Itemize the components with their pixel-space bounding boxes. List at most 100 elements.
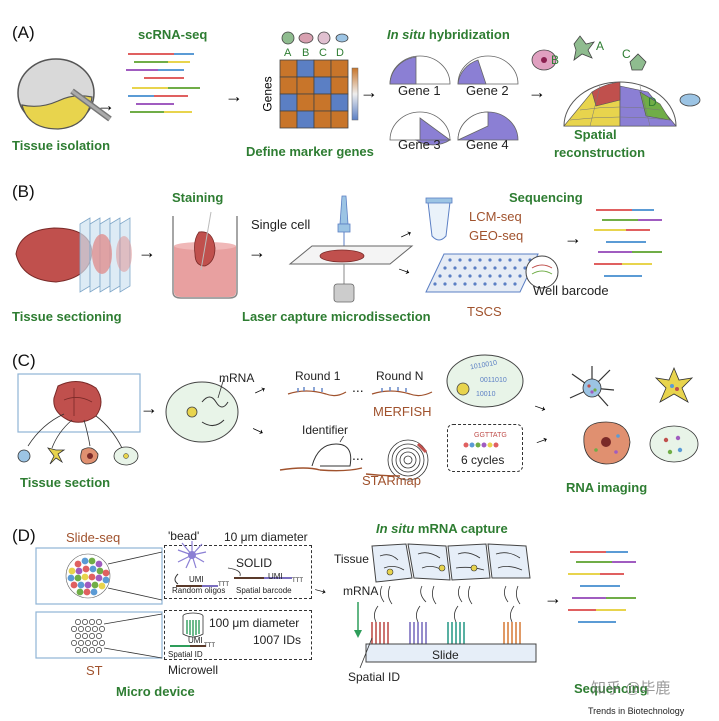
cell-mrna-illustration <box>165 377 239 443</box>
merfish-barcode-3: 10010 <box>476 391 496 398</box>
scrna-seq-reads <box>126 53 200 113</box>
spatial-reconstruction-label-2: reconstruction <box>554 145 646 160</box>
micro-device-label: Micro device <box>116 684 195 699</box>
spatial-reconstruction-label-1: Spatial <box>574 127 617 142</box>
spatial-barcode-label: Spatial barcode <box>236 586 292 595</box>
gene-1-label: Gene 1 <box>398 83 441 98</box>
tissue-section-illustration <box>17 373 141 466</box>
slide-seq-device <box>35 547 163 605</box>
cycles-beads <box>463 442 499 448</box>
laser-capture-label: Laser capture microdissection <box>242 309 431 324</box>
single-cell-label: Single cell <box>251 217 311 232</box>
st-label: ST <box>86 663 103 678</box>
scrna-seq-label: scRNA-seq <box>138 27 208 42</box>
ttt-label-1: TTT <box>218 582 229 588</box>
panel-c-label: (C) <box>12 351 36 370</box>
sequencing-label-d: Sequencing <box>574 681 648 696</box>
bead-illustration <box>177 541 207 569</box>
ttt-label-2: TTT <box>292 578 303 584</box>
spatial-id-label-st: Spatial ID <box>168 650 203 659</box>
recon-letter-a: A <box>596 39 605 53</box>
ttt-label-3: TTT <box>204 643 215 649</box>
tissue-label-d: Tissue <box>334 552 369 566</box>
recon-letter-c: C <box>622 47 631 61</box>
merfish-strands <box>287 387 433 397</box>
journal-label: Trends in Biotechnology <box>588 706 685 716</box>
tissue-isolation-label: Tissue isolation <box>12 138 111 153</box>
merfish-cell-barcodes <box>446 354 524 408</box>
tissue-sectioning-illustration <box>15 217 132 293</box>
well-plate <box>425 253 559 293</box>
arrow-d2: → <box>544 588 562 608</box>
arrow-c1: → <box>140 398 158 418</box>
arrow-c5: → <box>528 425 553 451</box>
tissue-sectioning-label: Tissue sectioning <box>12 309 122 324</box>
sequencing-label-b: Sequencing <box>509 190 583 205</box>
panel-d-label: (D) <box>12 526 36 545</box>
solid-label: SOLID <box>236 556 273 570</box>
diameter-100-label: 100 μm diameter <box>209 616 300 630</box>
bead-oligo-strands <box>174 567 292 587</box>
spatial-id-label-bottom: Spatial ID <box>348 670 401 684</box>
arrow-b1: → <box>138 242 156 262</box>
in-situ-hybridization-title: In situ hybridization <box>387 28 510 41</box>
gg-sequence: GGTTATG <box>474 432 507 439</box>
recon-letter-b: B <box>551 53 560 67</box>
arrow-a4: → <box>528 82 546 102</box>
gene-2-label: Gene 2 <box>466 83 509 98</box>
umi-label-1: UMI <box>189 575 204 584</box>
heatmap-letter-d: D <box>336 47 344 59</box>
panel-b-label: (B) <box>12 182 35 201</box>
well-barcode-label: Well barcode <box>533 283 609 298</box>
merfish-label: MERFISH <box>373 404 432 419</box>
st-device <box>35 611 163 659</box>
arrow-b2: → <box>248 242 266 262</box>
watermark: 知乎 @毕鹿 <box>591 680 671 697</box>
rna-imaging-cells <box>569 366 699 465</box>
arrow-a2: → <box>225 86 243 106</box>
spatial-reconstruction-dome <box>531 35 701 127</box>
arrow-b5: → <box>564 228 582 248</box>
cycles-box <box>447 424 523 472</box>
diameter-10-label: 10 μm diameter <box>224 530 308 544</box>
starmap-probes <box>279 436 429 481</box>
gene-domes <box>389 55 519 146</box>
st-oligo-strand <box>170 645 206 647</box>
gene-3-label: Gene 3 <box>398 137 441 152</box>
arrow-a1: → <box>97 95 115 115</box>
arrow-c4: → <box>529 392 554 418</box>
sequencing-reads-d <box>568 551 636 623</box>
define-marker-genes-label: Define marker genes <box>246 144 374 159</box>
tissue-section-label: Tissue section <box>20 475 111 490</box>
heatmap-letter-c: C <box>319 47 327 59</box>
cycles-label: 6 cycles <box>461 453 505 467</box>
heatmap-letter-b: B <box>302 47 310 59</box>
marker-gene-heatmap <box>279 31 359 129</box>
merfish-barcode-2: 0011010 <box>480 377 507 384</box>
ellipsis-2: ... <box>352 447 364 463</box>
round-n-label: Round N <box>376 369 424 383</box>
arrow-c3: → <box>246 415 272 441</box>
sequencing-reads-b <box>594 209 662 277</box>
round-1-label: Round 1 <box>295 369 341 383</box>
lcm-tube <box>425 197 453 241</box>
laser-capture-setup <box>288 195 414 303</box>
slide-seq-label: Slide-seq <box>66 530 121 545</box>
arrow-d1: → <box>309 576 333 601</box>
tscs-label: TSCS <box>467 304 502 319</box>
mrna-label-c: mRNA <box>219 371 255 385</box>
genes-axis-label: Genes <box>260 76 275 112</box>
heatmap-letter-a: A <box>284 47 292 59</box>
umi-label-3: UMI <box>188 636 203 645</box>
mrna-capture-text: mRNA capture <box>414 521 508 536</box>
panel-a-label: (A) <box>12 23 35 42</box>
in-situ-capture-illustration <box>354 543 537 669</box>
staining-beaker <box>172 211 238 299</box>
random-oligos-label: Random oligos <box>172 586 226 595</box>
bead-label: 'bead' <box>168 529 200 543</box>
geo-seq-label: GEO-seq <box>469 228 524 243</box>
hybridization-text: hybridization <box>425 27 510 42</box>
starmap-label: STARmap <box>362 473 421 488</box>
ellipsis-1: ... <box>352 379 364 395</box>
mrna-label-d: mRNA <box>343 584 379 598</box>
